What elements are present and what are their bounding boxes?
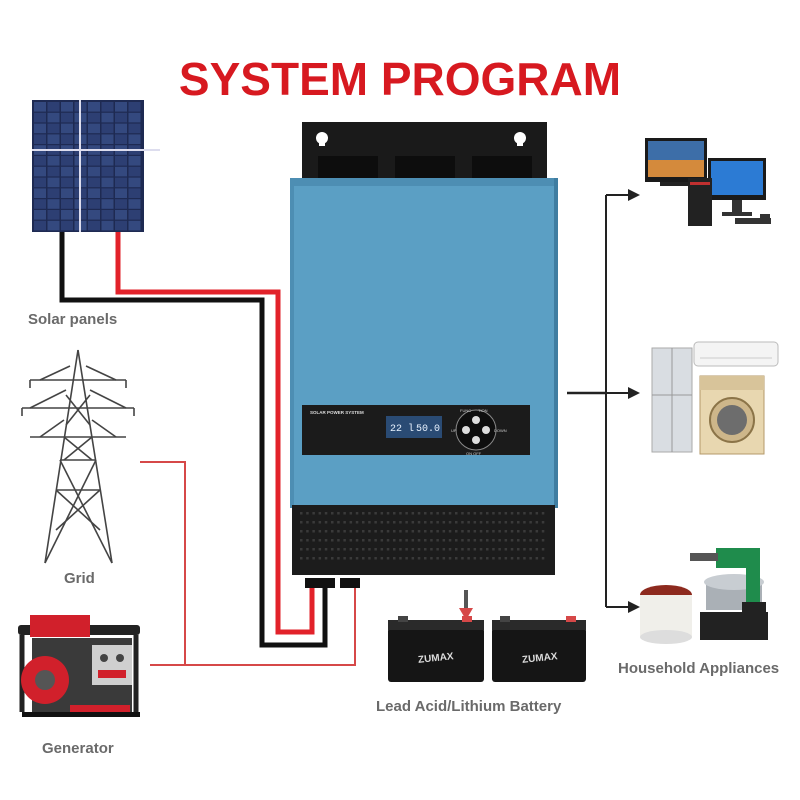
generator-icon [18,615,140,717]
button-func-label: FUNC [460,408,471,413]
grid-tower-icon [21,349,135,564]
page-title: SYSTEM PROGRAM [178,53,622,105]
computer-icon [645,138,771,226]
battery-right-icon [492,616,586,682]
battery-left-brand: ZUMAX [418,651,455,666]
lcd-display [386,416,442,438]
inverter-unit [290,122,558,588]
button-onoff-label: ON OFF [466,451,482,456]
battery-left-icon [388,616,484,682]
wiring [59,189,640,666]
solar-wire-black [59,232,328,648]
button-func[interactable] [472,416,480,424]
button-up-label: UP [451,428,457,433]
solar-wire-red [115,232,315,635]
button-down-label: DOWN [494,428,507,433]
battery-right-brand: ZUMAX [522,651,559,666]
lcd-value-right: 50.0 [416,424,440,435]
button-down[interactable] [482,426,490,434]
battery-label: Lead Acid/Lithium Battery [376,698,562,715]
solar-panel-icon [32,100,160,232]
inverter-panel-title: SOLAR POWER SYSTEM [310,410,364,415]
household-appliances-label: Household Appliances [618,660,780,677]
arrow-appliances-icon [628,387,640,399]
generator-label: Generator [42,740,114,757]
household-appliances-icon [640,548,768,644]
lcd-value-left: 22 l [390,423,414,435]
battery-arrow-icon [459,608,473,620]
arrow-household-icon [628,601,640,613]
button-up[interactable] [462,426,470,434]
arrow-computers-icon [628,189,640,201]
grid-label: Grid [64,570,95,587]
button-onoff[interactable] [472,436,480,444]
button-func-label-2: TION [478,408,488,413]
solar-panels-label: Solar panels [28,311,118,328]
appliances-icon [651,341,779,455]
